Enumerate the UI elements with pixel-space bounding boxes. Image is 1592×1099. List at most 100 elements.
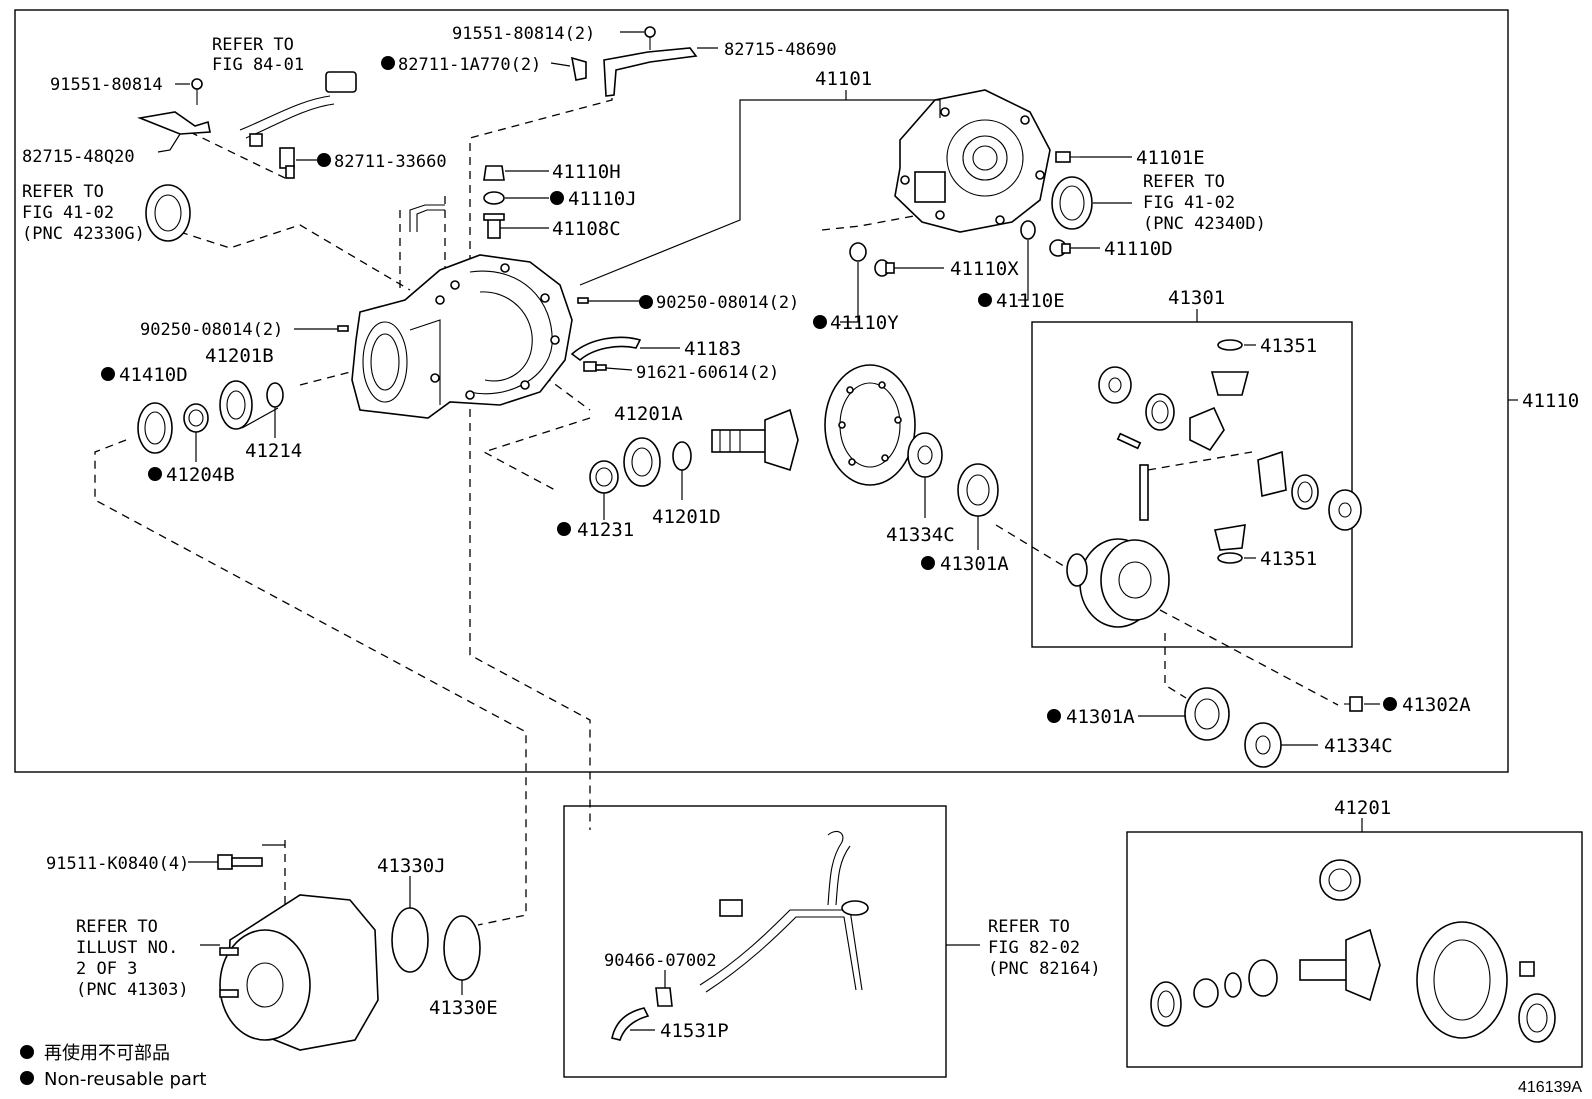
label-41301a-upper: 41301A: [940, 553, 1009, 575]
label-41110d: 41110D: [1104, 238, 1173, 260]
legend-non-reusable-en: Non-reusable part: [44, 1069, 206, 1090]
bolt-91621-icon: [583, 361, 607, 372]
kit-pinion-icon: [1299, 928, 1381, 1002]
label-41231: 41231: [577, 519, 634, 541]
kit-bearing-right-icon: [1518, 993, 1556, 1043]
spacer-41204b-icon: [183, 403, 209, 433]
pin-90250-right-icon: [577, 297, 589, 304]
label-41201d: 41201D: [652, 506, 721, 528]
clip-90466-icon: [655, 987, 673, 1007]
refer-fig-82-02-line3: (PNC 82164): [988, 959, 1101, 979]
oil-seal-41410d-icon: [137, 402, 173, 454]
refer-illust-line3: 2 OF 3: [76, 959, 137, 979]
figure-code: 416139A: [1518, 1079, 1582, 1096]
oil-seal-42340d-icon: [1051, 176, 1093, 230]
label-41110h: 41110H: [552, 161, 621, 183]
refer-fig-82-02-line1: REFER TO: [988, 917, 1070, 937]
clip-82711-1a770-icon: [570, 56, 587, 81]
refer-fig-41-02-left-line2: FIG 41-02: [22, 203, 114, 223]
refer-fig-41-02-left-line3: (PNC 42330G): [22, 224, 145, 244]
shim-41201d-icon: [672, 441, 692, 471]
refer-fig-84-01-line2: FIG 84-01: [212, 55, 304, 75]
kit-bolt-icon: [1519, 961, 1535, 977]
label-41531p: 41531P: [660, 1020, 729, 1042]
label-41110: 41110: [1522, 390, 1579, 412]
wire-harness-icon: [239, 71, 357, 147]
label-90250-08014-2-right: 90250-08014(2): [656, 293, 799, 313]
shim-41334c-lower-icon: [1244, 722, 1282, 768]
label-41330e: 41330E: [429, 997, 498, 1019]
label-41301: 41301: [1168, 287, 1225, 309]
label-41110x: 41110X: [950, 258, 1019, 280]
label-41101e: 41101E: [1136, 147, 1205, 169]
collar-41231-icon: [589, 460, 619, 494]
breather-tube-icon: [409, 204, 445, 232]
label-41214: 41214: [245, 440, 302, 462]
ring-pinion-kit-frame: [1126, 831, 1583, 1068]
label-41301a-lower: 41301A: [1066, 706, 1135, 728]
label-41110e: 41110E: [996, 290, 1065, 312]
kit-ring-gear-icon: [1416, 921, 1508, 1039]
bracket-82715-48690-icon: [603, 26, 698, 97]
differential-case-icon: [1066, 538, 1170, 628]
hose-subframe: [563, 805, 947, 1078]
label-90466-07002: 90466-07002: [604, 951, 717, 971]
label-41302a: 41302A: [1402, 694, 1471, 716]
oil-seal-42330g-icon: [145, 184, 191, 242]
electronic-control-coupling-icon: [219, 894, 379, 1051]
label-82715-48q20: 82715-48Q20: [22, 147, 135, 167]
refer-fig-84-01-line1: REFER TO: [212, 35, 294, 55]
differential-internals-icon: [1098, 339, 1362, 564]
label-41351-bottom: 41351: [1260, 548, 1317, 570]
label-41204b: 41204B: [166, 464, 235, 486]
bolt-91511-k0840-icon: [217, 854, 263, 870]
label-82715-48690: 82715-48690: [724, 40, 837, 60]
kit-oil-seal-icon: [1319, 859, 1361, 901]
ring-gear-icon: [824, 364, 916, 486]
label-41351-top: 41351: [1260, 335, 1317, 357]
label-82711-33660: 82711-33660: [334, 152, 447, 172]
gasket-41110y-icon: [849, 242, 867, 262]
gasket-41110e-icon: [1020, 220, 1036, 240]
label-41330j: 41330J: [377, 855, 446, 877]
legend-non-reusable-jp: 再使用不可部品: [44, 1043, 170, 1064]
differential-case-subframe: [1031, 321, 1353, 648]
drive-pinion-icon: [711, 408, 799, 472]
deflector-41183-icon: [570, 336, 642, 362]
label-41334c-upper: 41334C: [886, 524, 955, 546]
refer-fig-41-02-left-line1: REFER TO: [22, 182, 104, 202]
label-91621-60614-2: 91621-60614(2): [636, 363, 779, 383]
label-41183: 41183: [684, 338, 741, 360]
differential-carrier-housing-icon: [351, 254, 573, 419]
kit-small-parts-icon: [1150, 959, 1278, 1027]
bolt-41101e-icon: [1055, 151, 1080, 163]
speed-sensor-icon: [279, 147, 295, 179]
label-41201b: 41201B: [205, 345, 274, 367]
hose-41531p-icon: [611, 1007, 650, 1041]
bearing-41301a-upper-icon: [957, 463, 999, 517]
breather-hose-icon: [699, 830, 869, 993]
plug-41110h-icon: [483, 165, 505, 181]
refer-illust-line2: ILLUST NO.: [76, 938, 178, 958]
bearing-41301a-lower-icon: [1184, 687, 1230, 741]
bolt-41302a-icon: [1344, 696, 1363, 712]
bearing-41201a-icon: [623, 437, 661, 487]
plug-41108c-icon: [483, 213, 505, 239]
label-41410d: 41410D: [119, 364, 188, 386]
labels: REFER TO FIG 84-01 91551-80814(2) 82715-…: [22, 24, 1582, 1096]
rear-cover-housing-icon: [894, 89, 1051, 233]
plug-41110x-icon: [874, 259, 895, 277]
shim-41214-icon: [266, 382, 284, 408]
refer-fig-41-02-right-line3: (PNC 42340D): [1143, 214, 1266, 234]
label-82711-1a770-2: 82711-1A770(2): [398, 55, 541, 75]
main-assembly-frame: [14, 9, 1509, 773]
label-91511-k0840-4: 91511-K0840(4): [46, 854, 189, 874]
refer-illust-line4: (PNC 41303): [76, 980, 189, 1000]
label-41201: 41201: [1334, 797, 1391, 819]
plug-41110d-icon: [1049, 239, 1071, 257]
label-90250-08014-2-left: 90250-08014(2): [140, 320, 283, 340]
o-ring-41330e-icon: [443, 915, 481, 981]
refer-illust-line1: REFER TO: [76, 917, 158, 937]
bearing-41201b-icon: [219, 380, 253, 430]
